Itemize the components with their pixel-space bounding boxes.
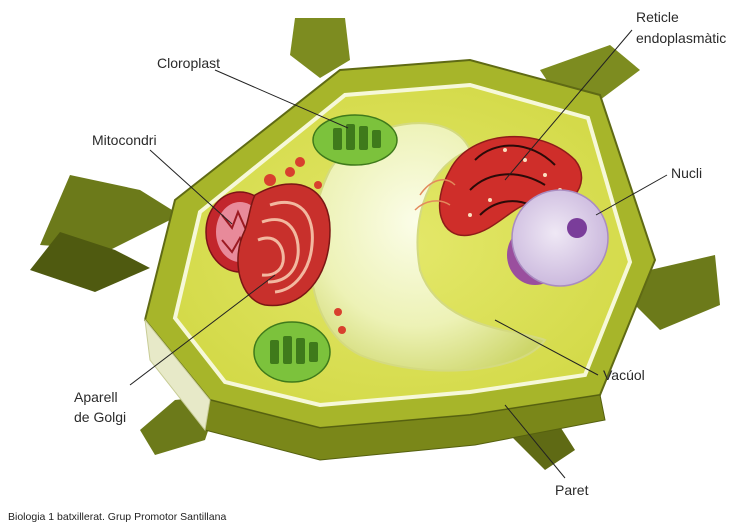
- label-aparell: Aparell: [74, 389, 118, 405]
- chloroplast-top: [313, 115, 397, 165]
- label-reticle: Reticle: [636, 9, 679, 25]
- label-de-golgi: de Golgi: [74, 409, 126, 425]
- nucleolus: [567, 218, 587, 238]
- label-cloroplast: Cloroplast: [157, 55, 220, 71]
- source-caption: Biologia 1 batxillerat. Grup Promotor Sa…: [8, 511, 226, 523]
- label-endoplasmatic: endoplasmàtic: [636, 30, 726, 46]
- label-vacuol: Vacúol: [603, 367, 645, 383]
- label-paret: Paret: [555, 482, 589, 498]
- label-nucli: Nucli: [671, 165, 702, 181]
- label-mitocondri: Mitocondri: [92, 132, 157, 148]
- chloroplast-bottom: [254, 322, 330, 382]
